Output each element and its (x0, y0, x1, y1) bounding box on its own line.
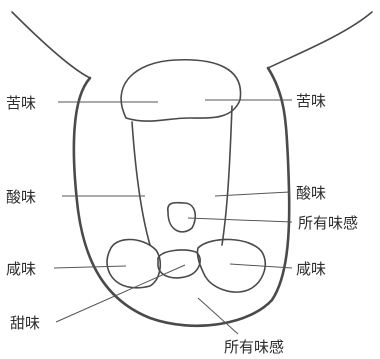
center-region-right-edge (222, 106, 232, 245)
label-sweet: 甜味 (10, 314, 40, 332)
label-sour-right: 酸味 (296, 184, 326, 202)
label-salty-left: 咸味 (6, 260, 36, 278)
label-all-tastes-center: 所有味感 (298, 214, 358, 232)
leader-sweet (56, 265, 185, 322)
center-region-left-edge (132, 122, 150, 245)
leader-sour-right (215, 192, 290, 196)
throat-line-left (12, 12, 90, 78)
bitter-region (121, 60, 240, 121)
tongue-outline (74, 68, 289, 326)
label-sour-left: 酸味 (6, 188, 36, 206)
label-salty-right: 咸味 (296, 260, 326, 278)
leader-all-tastes-center (188, 218, 292, 222)
leader-salty-left (54, 266, 126, 268)
label-bitter-right: 苦味 (296, 92, 326, 110)
leader-salty-right (230, 264, 292, 268)
label-bitter-left: 苦味 (6, 94, 36, 112)
center-circle (168, 203, 195, 232)
label-all-tastes-bottom: 所有味感 (224, 338, 284, 356)
salty-left-region (107, 240, 160, 288)
leader-all-tastes-bottom (198, 298, 238, 334)
throat-line-right (268, 12, 372, 68)
